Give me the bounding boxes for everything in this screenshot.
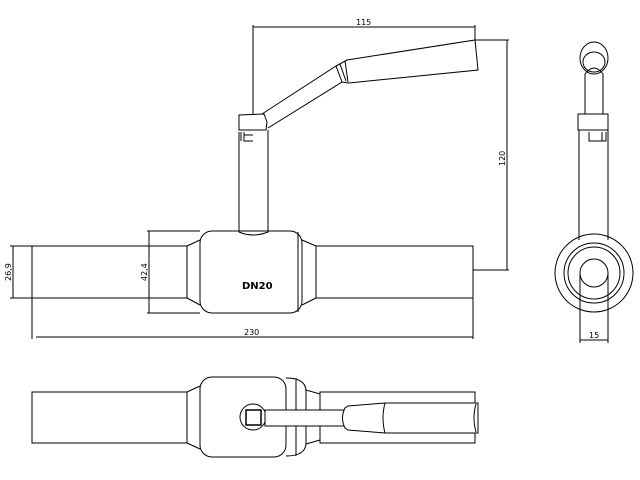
left-transition bbox=[186, 239, 201, 306]
dimension-line-length bbox=[31, 298, 474, 339]
dim-side-bore: 15 bbox=[589, 331, 599, 340]
stem-cap bbox=[238, 113, 268, 131]
side-handle-end bbox=[579, 41, 609, 75]
top-left-pipe bbox=[31, 391, 188, 444]
handle-grip bbox=[335, 39, 479, 84]
side-handle-arm bbox=[584, 67, 604, 114]
side-stem-detail bbox=[588, 132, 607, 142]
dimension-line-bore bbox=[579, 273, 609, 343]
right-pipe bbox=[315, 245, 474, 299]
stem-detail bbox=[240, 132, 253, 142]
dimension-line-pipe bbox=[10, 245, 32, 299]
left-pipe bbox=[31, 245, 188, 299]
dimension-line-body bbox=[147, 230, 200, 314]
dim-body-height: 42,4 bbox=[140, 263, 149, 281]
top-view bbox=[31, 376, 479, 458]
stem-top-circle bbox=[239, 403, 267, 431]
side-stem bbox=[578, 130, 609, 240]
side-stem-cap bbox=[577, 113, 609, 131]
right-transition bbox=[297, 232, 317, 312]
stem bbox=[238, 130, 269, 236]
body-label: DN20 bbox=[242, 281, 273, 292]
top-left-transition bbox=[186, 385, 201, 450]
front-view: DN20 26,9 42,4 230 115 120 bbox=[4, 18, 509, 339]
dimension-line-height bbox=[473, 39, 509, 271]
pipe-outer bbox=[567, 246, 621, 300]
handle-arm bbox=[261, 65, 343, 129]
side-handle-ring bbox=[582, 51, 606, 73]
top-handle-grip bbox=[342, 402, 479, 434]
dim-handle-height: 120 bbox=[498, 151, 507, 166]
top-handle-arm bbox=[264, 409, 346, 427]
bore bbox=[579, 258, 609, 288]
top-grip-detail bbox=[382, 402, 477, 434]
dim-pipe-diameter: 26,9 bbox=[4, 263, 13, 281]
dim-overall-length: 230 bbox=[244, 328, 259, 337]
flange-outer bbox=[554, 233, 634, 313]
flange-ring bbox=[563, 242, 625, 304]
side-view: 15 bbox=[554, 41, 634, 343]
dim-handle-reach: 115 bbox=[356, 18, 371, 27]
stem-square bbox=[245, 409, 262, 426]
dimension-line-reach bbox=[252, 25, 476, 114]
valve-body bbox=[199, 230, 303, 314]
